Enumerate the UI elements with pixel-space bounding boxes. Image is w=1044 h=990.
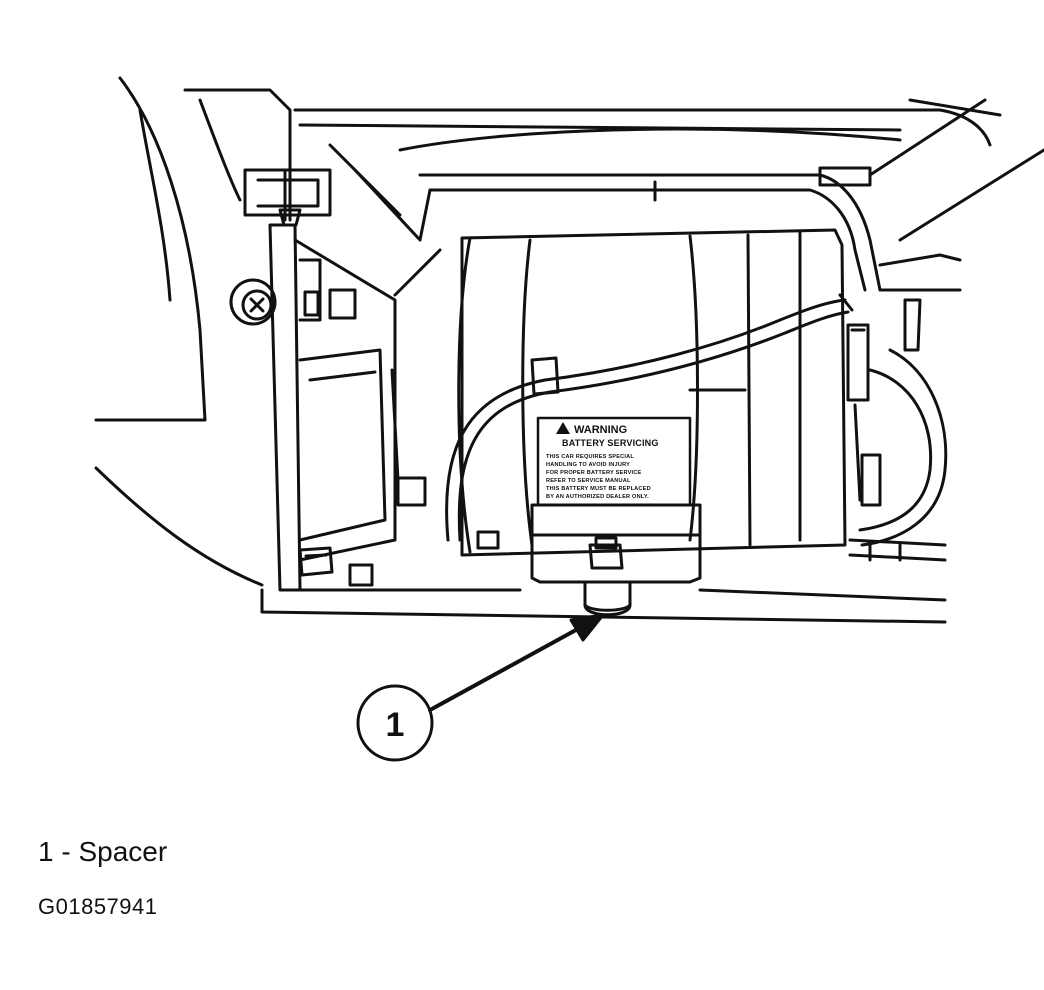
warning-subtitle: BATTERY SERVICING: [562, 438, 659, 448]
upper-bracket: [243, 168, 332, 227]
battery-tray: [260, 538, 947, 624]
spacer: [583, 580, 632, 617]
warning-label: WARNING BATTERY SERVICING THIS CAR REQUI…: [546, 422, 659, 500]
callout-leader-arrow: [428, 613, 605, 712]
warning-line: REFER TO SERVICE MANUAL: [546, 478, 631, 484]
warning-line: HANDLING TO AVOID INJURY: [546, 462, 630, 468]
round-fastener: [229, 278, 277, 326]
frame-rails: [293, 98, 1044, 297]
wiring-harness: [846, 298, 948, 547]
warning-title: WARNING: [574, 424, 627, 436]
warning-line: THIS CAR REQUIRES SPECIAL: [546, 454, 634, 460]
tray-bolts: [298, 476, 500, 587]
fender-panel: [94, 76, 292, 587]
warning-line: FOR PROPER BATTERY SERVICE: [546, 470, 642, 476]
warning-line: BY AN AUTHORIZED DEALER ONLY.: [546, 494, 649, 500]
callout-circle: [356, 684, 434, 762]
legend-item-spacer: 1 - Spacer: [38, 836, 168, 867]
battery-cable: [445, 293, 854, 542]
figure-id: G01857941: [38, 894, 158, 919]
tray-side-wall: [268, 223, 400, 592]
callout-number: 1: [386, 706, 405, 744]
battery: [457, 228, 847, 557]
hold-down-bracket: [530, 416, 702, 584]
warning-line: THIS BATTERY MUST BE REPLACED: [546, 486, 651, 492]
